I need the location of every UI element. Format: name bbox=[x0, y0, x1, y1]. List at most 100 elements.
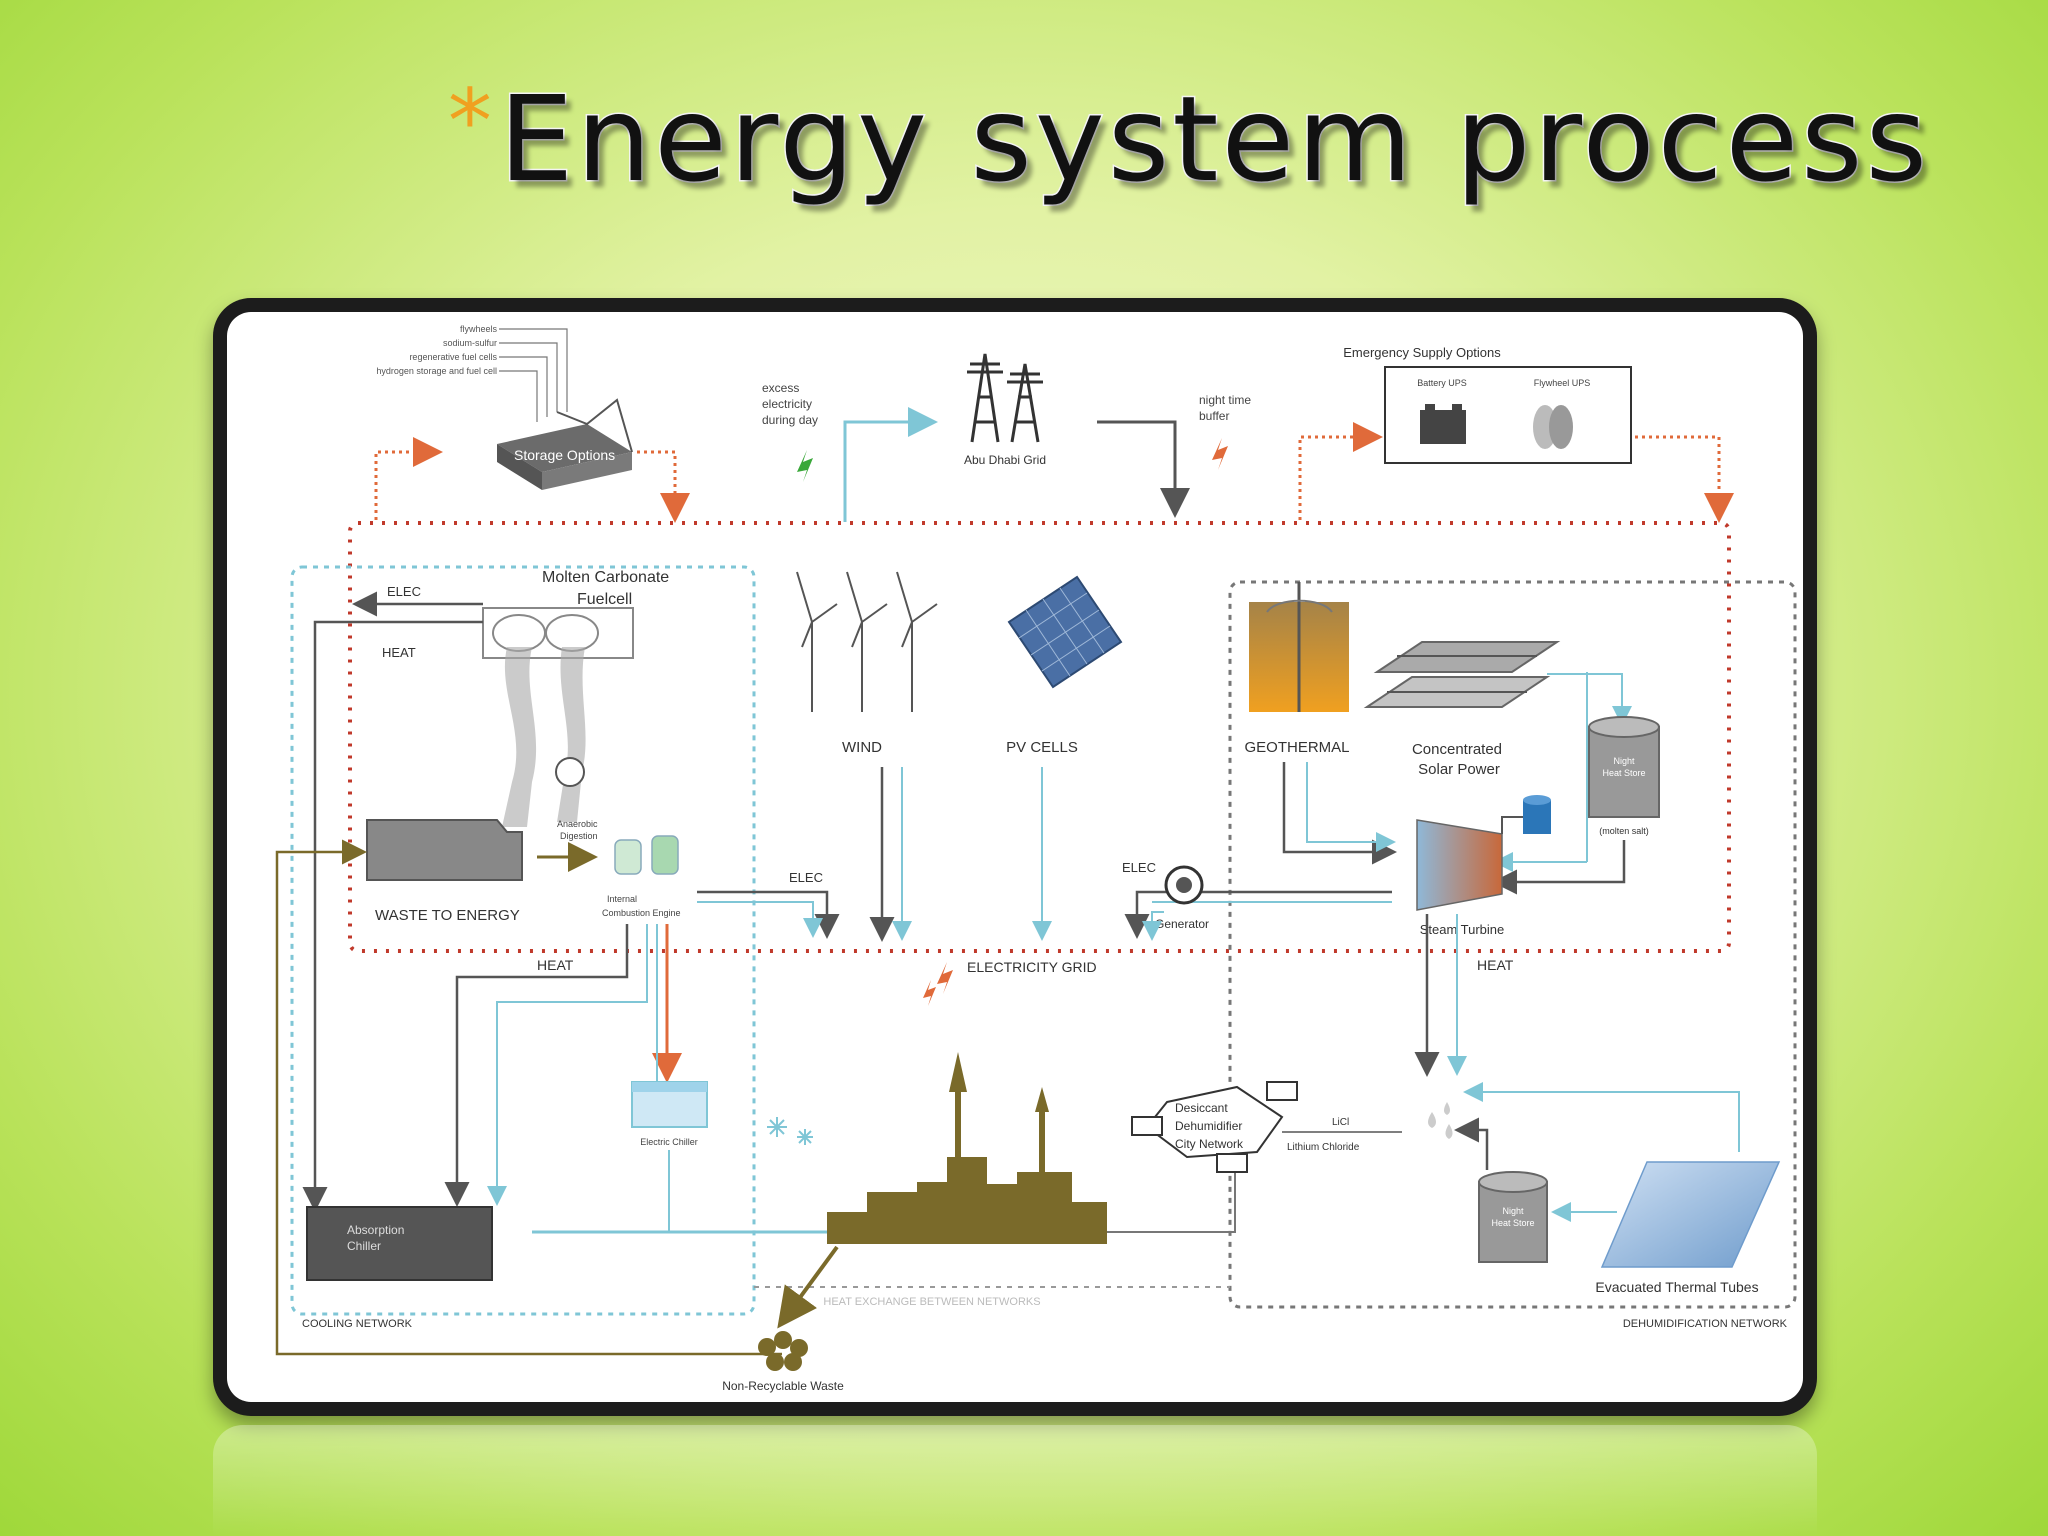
water-tank-icon bbox=[1523, 795, 1551, 834]
waste-pile-icon bbox=[758, 1331, 808, 1371]
ice-label-1: Combustion Engine bbox=[602, 908, 681, 918]
desiccant-label-0: Desiccant bbox=[1175, 1101, 1228, 1115]
wind-label: WIND bbox=[842, 739, 882, 756]
desiccant-label-2: City Network bbox=[1175, 1137, 1244, 1151]
evacuated-tubes-icon bbox=[1600, 1161, 1781, 1268]
turbine-to-grid-arrow bbox=[1124, 890, 1392, 939]
storage-item-3: hydrogen storage and fuel cell bbox=[376, 366, 497, 376]
absorption-label-0: Absorption bbox=[347, 1223, 404, 1237]
green-power-icon bbox=[797, 450, 813, 482]
licl-label: LiCl bbox=[1332, 1117, 1349, 1128]
emergency-title: Emergency Supply Options bbox=[1343, 345, 1501, 360]
fuelcell-heat-line bbox=[302, 620, 483, 1212]
night-store-bottom-label-0: Night bbox=[1502, 1206, 1524, 1216]
night-store-top-label-0: Night bbox=[1613, 756, 1635, 766]
csp-trough-icon bbox=[1363, 641, 1561, 708]
fuelcell-unit bbox=[482, 607, 634, 659]
title-text: Energy system process bbox=[497, 69, 1930, 210]
emergency-in-arrow bbox=[1298, 422, 1383, 520]
flywheel-ups-label: Flywheel UPS bbox=[1534, 378, 1591, 388]
tank-to-turbine-line bbox=[1501, 816, 1523, 834]
city-waste-arrow bbox=[777, 1245, 839, 1329]
electricity-grid-label: ELECTRICITY GRID bbox=[967, 959, 1097, 975]
fuelcell-title: Molten Carbonate bbox=[542, 569, 669, 586]
ice-label-0: Internal bbox=[607, 894, 637, 904]
night-store-top-label-1: Heat Store bbox=[1602, 768, 1645, 778]
excess-label-2: during day bbox=[762, 413, 818, 427]
diagram-canvas: Storage Options flywheels sodium-sulfur … bbox=[227, 312, 1803, 1402]
geothermal-icon bbox=[1249, 582, 1349, 712]
fuelcell-heat-label: HEAT bbox=[382, 645, 416, 660]
geothermal-label: GEOTHERMAL bbox=[1244, 739, 1349, 756]
generator-cooling-arrow bbox=[1142, 911, 1164, 941]
cooling-network-boundary bbox=[290, 565, 756, 1316]
storage-item-0: flywheels bbox=[460, 324, 498, 334]
water-drops-icon bbox=[1428, 1102, 1453, 1139]
csp-label-1: Solar Power bbox=[1418, 761, 1500, 778]
csp-to-store-arrow bbox=[1547, 673, 1632, 726]
steam-turbine-label: Steam Turbine bbox=[1420, 922, 1505, 937]
fuelcell-subtitle: Fuelcell bbox=[577, 591, 632, 608]
exhaust-plume bbox=[502, 647, 586, 827]
diagram-frame: Storage Options flywheels sodium-sulfur … bbox=[213, 298, 1817, 1416]
excess-label-0: excess bbox=[762, 381, 799, 395]
csp-label-0: Concentrated bbox=[1412, 741, 1502, 758]
store-to-turbine-arrow bbox=[1492, 840, 1626, 895]
energy-system-diagram: Storage Options flywheels sodium-sulfur … bbox=[275, 324, 1797, 1393]
store-to-drops-arrow bbox=[1454, 1117, 1489, 1170]
generator-label: Generator bbox=[1155, 917, 1209, 931]
desiccant-label-1: Dehumidifier bbox=[1175, 1119, 1242, 1133]
title-bullet: * bbox=[447, 70, 495, 173]
night-buffer-label-1: buffer bbox=[1199, 409, 1229, 423]
snowflake-icon bbox=[767, 1117, 813, 1145]
night-heat-store-bottom-icon bbox=[1478, 1171, 1548, 1263]
grid-label: Abu Dhabi Grid bbox=[964, 453, 1046, 467]
storage-discharge-arrow bbox=[637, 450, 690, 523]
night-buffer-arrow bbox=[1097, 420, 1190, 518]
pv-panel-icon bbox=[1007, 575, 1123, 689]
battery-icon bbox=[1420, 404, 1466, 444]
orange-power-icon bbox=[1212, 438, 1228, 470]
ice-elec-label: ELEC bbox=[789, 870, 823, 885]
battery-ups-label: Battery UPS bbox=[1417, 378, 1467, 388]
dehumidification-network-label: DEHUMIDIFICATION NETWORK bbox=[1623, 1318, 1788, 1330]
steam-turbine-icon bbox=[1416, 819, 1503, 911]
wind-turbine-icon bbox=[796, 571, 938, 712]
ice-cooling-arrow bbox=[697, 901, 823, 938]
absorption-label-1: Chiller bbox=[347, 1239, 381, 1253]
ice-engine-icon bbox=[614, 835, 679, 875]
geothermal-cooling-arrow bbox=[1306, 762, 1396, 852]
ice-cooling-line bbox=[487, 924, 648, 1206]
anaerobic-digester-icon bbox=[555, 757, 585, 787]
electric-chiller-icon bbox=[631, 1081, 708, 1128]
non-recyclable-label: Non-Recyclable Waste bbox=[722, 1379, 844, 1393]
desiccant-icon bbox=[1131, 1081, 1298, 1173]
flywheel-icon bbox=[1533, 405, 1573, 449]
storage-options: Storage Options flywheels sodium-sulfur … bbox=[376, 324, 633, 490]
pv-label: PV CELLS bbox=[1006, 739, 1078, 756]
generator-icon bbox=[1164, 865, 1204, 905]
heat-right-label: HEAT bbox=[1477, 957, 1514, 973]
pylon-icon bbox=[967, 353, 1043, 443]
anaerobic-label-1: Digestion bbox=[560, 831, 598, 841]
fuelcell-elec-label: ELEC bbox=[387, 584, 421, 599]
grid-power-icon bbox=[923, 962, 953, 1006]
lithium-chloride-label: Lithium Chloride bbox=[1287, 1142, 1360, 1153]
heat-exchange-label: HEAT EXCHANGE BETWEEN NETWORKS bbox=[823, 1296, 1040, 1308]
emergency-out-arrow bbox=[1635, 435, 1734, 523]
slide-title: *Energy system process bbox=[0, 69, 1930, 210]
anaerobic-label-0: Anaerobic bbox=[557, 819, 598, 829]
storage-charge-arrow bbox=[374, 437, 443, 520]
city-skyline bbox=[827, 1052, 1107, 1244]
waste-return-line bbox=[275, 839, 782, 1356]
absorption-chiller-icon bbox=[306, 1206, 493, 1281]
ice-elec-arrow bbox=[697, 890, 840, 939]
frame-reflection bbox=[213, 1425, 1817, 1536]
night-store-bottom-label-1: Heat Store bbox=[1491, 1218, 1534, 1228]
night-heat-store-top-icon bbox=[1588, 716, 1660, 818]
waste-to-energy-plant bbox=[366, 819, 523, 881]
storage-item-1: sodium-sulfur bbox=[443, 338, 497, 348]
geothermal-heat-arrow bbox=[1282, 762, 1397, 865]
storage-label: Storage Options bbox=[514, 447, 615, 463]
storage-item-2: regenerative fuel cells bbox=[409, 352, 497, 362]
